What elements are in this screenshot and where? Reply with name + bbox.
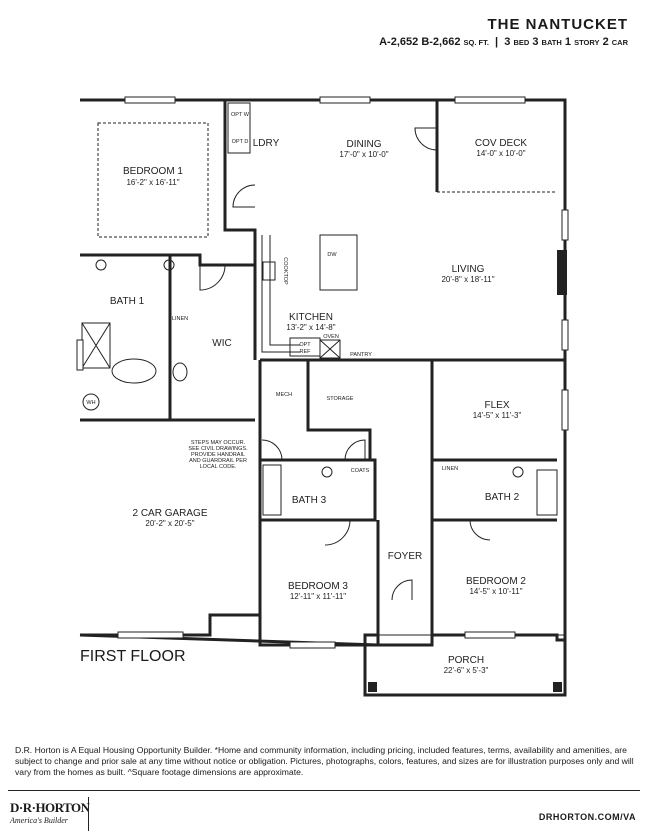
cars-count: 2 [602, 36, 609, 48]
sink-icon [163, 259, 175, 271]
logo-divider [88, 797, 89, 831]
drhorton-logo: D·R·HORTON America's Builder [10, 800, 90, 825]
room-laundry: LDRY [253, 138, 280, 149]
oven-label: OVEN [323, 334, 339, 340]
cooktop-label: COOKTOP [282, 257, 288, 285]
svg-text:PROVIDE HANDRAIL: PROVIDE HANDRAIL [191, 452, 245, 458]
cooktop-icon [262, 261, 276, 281]
room-mech: MECH [276, 392, 292, 398]
porch-column [553, 682, 562, 692]
room-wic: WIC [212, 338, 231, 349]
linen-label: LINEN [172, 316, 188, 322]
room-flex-dims: 14'-5" x 11'-3" [473, 411, 522, 420]
svg-text:STEPS MAY OCCUR.: STEPS MAY OCCUR. [191, 440, 246, 446]
room-kitchen: KITCHEN [289, 312, 333, 323]
room-living-dims: 20'-8" x 18'-11" [441, 275, 494, 284]
room-dining-dims: 17'-0" x 10'-0" [339, 150, 388, 159]
sink-icon [95, 259, 107, 271]
windows [76, 96, 569, 649]
tray-ceiling [97, 122, 209, 238]
room-porch: PORCH [448, 655, 484, 666]
kitchen-counter [261, 235, 300, 353]
bathtub-icon [111, 358, 157, 384]
dishwasher-label: DW [327, 252, 337, 258]
linen-label-2: LINEN [442, 466, 458, 472]
room-kitchen-dims: 13'-2" x 14'-8" [286, 323, 335, 332]
interior-walls [80, 100, 565, 645]
room-bedroom3-dims: 12'-11" x 11'-11" [290, 592, 346, 601]
opt-ref-label: OPT [299, 342, 311, 348]
floor-plan: BEDROOM 1 16'-2" x 16'-11" LDRY OPT W OP… [76, 96, 569, 697]
bathtub-icon [262, 464, 282, 516]
exterior-walls [79, 98, 567, 697]
beds-count: 3 [504, 36, 511, 48]
room-bedroom1: BEDROOM 1 [123, 166, 183, 177]
doors [199, 127, 491, 601]
room-bedroom3: BEDROOM 3 [288, 581, 348, 592]
room-living: LIVING [452, 264, 485, 275]
svg-text:LOCAL CODE.: LOCAL CODE. [200, 464, 237, 470]
footer-divider [8, 790, 640, 791]
room-bedroom1-dims: 16'-2" x 16'-11" [126, 178, 179, 187]
svg-text:AND GUARDRAIL PER: AND GUARDRAIL PER [189, 458, 247, 464]
room-flex: FLEX [484, 400, 509, 411]
shower-x-icon [81, 322, 111, 369]
toilet-icon [172, 362, 188, 382]
room-foyer: FOYER [388, 551, 422, 562]
oven-box [319, 339, 341, 359]
room-dining: DINING [347, 139, 382, 150]
svg-text:SEE CIVIL DRAWINGS.: SEE CIVIL DRAWINGS. [188, 446, 248, 452]
sink-icon [321, 466, 333, 478]
cars-label: CAR [611, 38, 628, 47]
disclaimer: D.R. Horton is A Equal Housing Opportuni… [15, 745, 634, 777]
baths-label: BATH [541, 38, 562, 47]
porch-column [368, 682, 377, 692]
sqft-a: A-2,652 [379, 36, 419, 48]
logo-tagline: America's Builder [10, 816, 68, 825]
coats-label: COATS [351, 468, 370, 474]
logo-main: D·R·HORTON [10, 800, 90, 815]
opt-ref-label-2: REF [300, 349, 312, 355]
fireplace-icon [557, 250, 567, 295]
pantry-label: PANTRY [350, 352, 372, 358]
sink-icon [512, 466, 524, 478]
steps-note: STEPS MAY OCCUR. SEE CIVIL DRAWINGS. PRO… [188, 440, 248, 470]
plan-title: THE NANTUCKET [487, 16, 628, 33]
room-bath3: BATH 3 [292, 495, 327, 506]
beds-label: BED [513, 38, 530, 47]
sqft-b: B-2,662 [421, 36, 461, 48]
room-garage: 2 CAR GARAGE [132, 508, 207, 519]
room-garage-dims: 20'-2" x 20'-5" [145, 519, 194, 528]
room-storage: STORAGE [327, 396, 354, 402]
floor-label: FIRST FLOOR [80, 648, 186, 665]
room-cov-deck: COV DECK [475, 138, 528, 149]
opt-washer-label: OPT W [231, 112, 250, 118]
sqft-unit: SQ. FT. [463, 38, 489, 47]
stories-count: 1 [564, 36, 571, 48]
shower-icon [536, 469, 558, 516]
oven-x-icon [319, 339, 341, 359]
room-bedroom2: BEDROOM 2 [466, 576, 526, 587]
room-bath2: BATH 2 [485, 492, 520, 503]
baths-count: 3 [532, 36, 539, 48]
water-heater-label: WH [86, 400, 95, 406]
website-link[interactable]: DRHORTON.COM/VA [538, 812, 636, 822]
opt-dryer-label: OPT D [232, 139, 249, 145]
room-bedroom2-dims: 14'-5" x 10'-11" [469, 587, 522, 596]
plan-specs: A-2,652 B-2,662 SQ. FT. | 3 BED 3 BATH 1… [379, 36, 628, 48]
room-porch-dims: 22'-6" x 5'-3" [444, 666, 489, 675]
room-bath1: BATH 1 [110, 296, 145, 307]
water-heater-icon [82, 393, 100, 411]
stories-label: STORY [574, 38, 600, 47]
washer-dryer-icon [227, 102, 251, 154]
room-cov-deck-dims: 14'-0" x 10'-0" [476, 149, 525, 158]
kitchen-island [319, 234, 358, 291]
